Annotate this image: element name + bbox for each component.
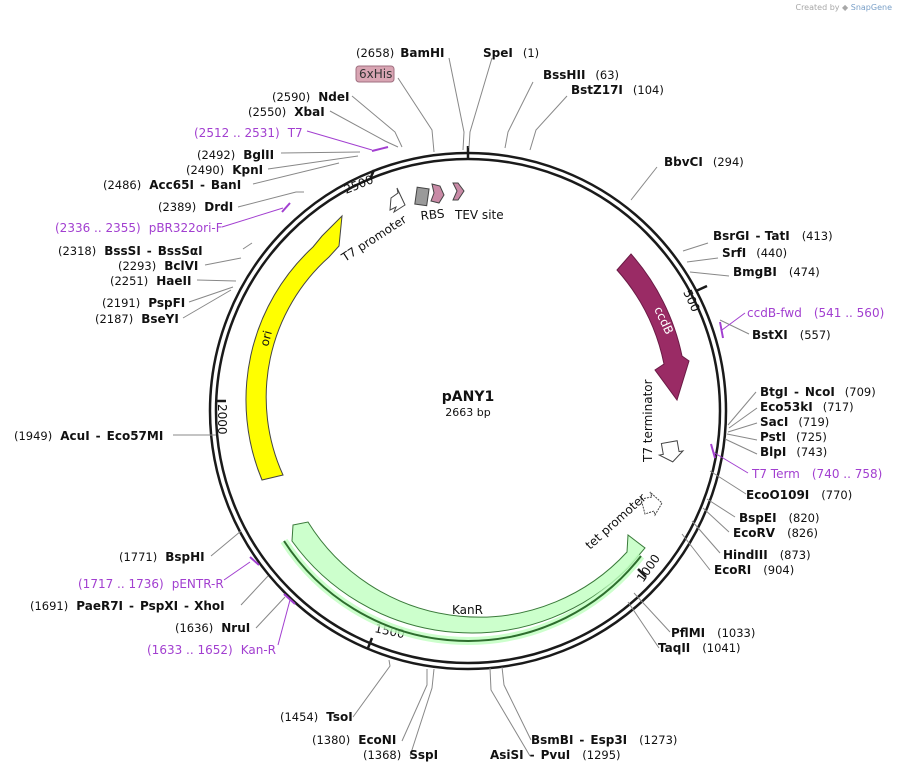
site-hindiii[interactable]: HindIII(873) bbox=[723, 548, 811, 562]
kanr-label: KanR bbox=[452, 603, 483, 617]
site-bmgbi[interactable]: BmgBI(474) bbox=[733, 265, 820, 279]
primer-marks bbox=[249, 146, 724, 605]
site-ndei[interactable]: (2590)NdeI bbox=[272, 90, 350, 104]
leader-lines bbox=[173, 57, 758, 757]
site-eco53ki[interactable]: Eco53kI(717) bbox=[760, 400, 854, 414]
site-bbvci[interactable]: BbvCI(294) bbox=[664, 155, 744, 169]
site-bamhi[interactable]: (2658)BamHI bbox=[356, 46, 445, 60]
site-psti[interactable]: PstI(725) bbox=[760, 430, 827, 444]
kanr-primer-bar bbox=[280, 538, 645, 645]
site-nrui[interactable]: (1636)NruI bbox=[175, 621, 250, 635]
ccdb-feature[interactable] bbox=[616, 253, 690, 402]
plasmid-length: 2663 bp bbox=[445, 406, 490, 419]
ruler-ticks bbox=[216, 146, 708, 649]
site-bsphi[interactable]: (1771)BspHI bbox=[119, 550, 205, 564]
site-acc65i[interactable]: (2486)Acc65I-BanI bbox=[103, 178, 241, 192]
site-srfi[interactable]: SrfI(440) bbox=[722, 246, 787, 260]
site-paer7i[interactable]: (1691)PaeR7I-PspXI-XhoI bbox=[30, 599, 225, 613]
site-bclvi[interactable]: (2293)BclVI bbox=[118, 259, 198, 273]
site-bglii[interactable]: (2492)BglII bbox=[197, 148, 274, 162]
site-pflmi[interactable]: PflMI(1033) bbox=[671, 626, 755, 640]
site-taqii[interactable]: TaqII(1041) bbox=[658, 641, 741, 655]
rbs-feature[interactable] bbox=[414, 186, 430, 207]
tev-label: TEV site bbox=[454, 208, 504, 222]
site-haeii[interactable]: (2251)HaeII bbox=[110, 274, 191, 288]
site-econi[interactable]: (1380)EcoNI bbox=[312, 733, 396, 747]
site-bstz17i[interactable]: BstZ17I(104) bbox=[571, 83, 664, 97]
site-xbai[interactable]: (2550)XbaI bbox=[248, 105, 325, 119]
rbs-label: RBS bbox=[420, 207, 445, 223]
tet-promoter-feature[interactable] bbox=[640, 491, 663, 517]
site-saci[interactable]: SacI(719) bbox=[760, 415, 829, 429]
sixhis-label: 6xHis bbox=[359, 67, 392, 81]
primer-t7-term[interactable]: T7 Term(740 .. 758) bbox=[751, 467, 882, 481]
ori-label: ori bbox=[257, 329, 275, 348]
primer-pbr322ori-f[interactable]: (2336 .. 2355)pBR322ori-F bbox=[55, 221, 223, 235]
site-bseyi[interactable]: (2187)BseYI bbox=[95, 312, 179, 326]
site-bsshii[interactable]: BssHII(63) bbox=[543, 68, 619, 82]
site-bsmbi[interactable]: BsmBI-Esp3I(1273) bbox=[531, 733, 677, 747]
snapgene-logo-icon: ◆ bbox=[842, 3, 849, 12]
ruler-label-2500: 2500 bbox=[342, 172, 376, 196]
site-ecori[interactable]: EcoRI(904) bbox=[714, 563, 794, 577]
site-pspfi[interactable]: (2191)PspFI bbox=[102, 296, 185, 310]
site-ecorv[interactable]: EcoRV(826) bbox=[733, 526, 818, 540]
site-kpni[interactable]: (2490)KpnI bbox=[186, 163, 263, 177]
t7-terminator-feature[interactable] bbox=[657, 440, 685, 464]
primer-pentr-r[interactable]: (1717 .. 1736)pENTR-R bbox=[78, 577, 224, 591]
ruler-label-2000: 2000 bbox=[215, 404, 229, 435]
tev-feature[interactable] bbox=[452, 182, 465, 201]
plasmid-name: pANY1 bbox=[442, 389, 494, 405]
primer-kan-r[interactable]: (1633 .. 1652)Kan-R bbox=[147, 643, 276, 657]
credit-prefix: Created by bbox=[795, 3, 840, 12]
his-marker bbox=[430, 183, 445, 204]
primer-leaders bbox=[221, 130, 749, 646]
site-tsoi[interactable]: (1454)TsoI bbox=[280, 710, 353, 724]
kanr-feature[interactable] bbox=[291, 521, 646, 634]
credit-brand: SnapGene bbox=[850, 3, 892, 12]
primer-t7[interactable]: (2512 .. 2531)T7 bbox=[194, 126, 303, 140]
site-bstxi[interactable]: BstXI(557) bbox=[752, 328, 831, 342]
site-acui[interactable]: (1949)AcuI-Eco57MI bbox=[14, 429, 163, 443]
site-sspi[interactable]: (1368)SspI bbox=[363, 748, 438, 762]
t7-terminator-label: T7 terminator bbox=[641, 379, 655, 463]
ori-feature[interactable] bbox=[245, 214, 343, 481]
t7-promoter-label: T7 promoter bbox=[338, 212, 409, 265]
site-eco0109i[interactable]: EcoO109I(770) bbox=[746, 488, 852, 502]
site-blpi[interactable]: BlpI(743) bbox=[760, 445, 827, 459]
t7-promoter-feature[interactable] bbox=[389, 187, 406, 214]
site-bsssi[interactable]: (2318)BssSI-BssSαI bbox=[58, 244, 203, 258]
site-spei[interactable]: SpeI(1) bbox=[483, 46, 539, 60]
site-bspei[interactable]: BspEI(820) bbox=[739, 511, 819, 525]
snapgene-credit: Created by ◆ SnapGene bbox=[795, 3, 892, 12]
primer-ccdb-fwd[interactable]: ccdB-fwd(541 .. 560) bbox=[747, 306, 884, 320]
site-btgi[interactable]: BtgI-NcoI(709) bbox=[760, 385, 876, 399]
site-drdi[interactable]: (2389)DrdI bbox=[158, 200, 233, 214]
sixhis-tag[interactable]: 6xHis bbox=[355, 65, 395, 83]
site-asisi[interactable]: AsiSI-PvuI(1295) bbox=[490, 748, 621, 762]
site-bsrgi[interactable]: BsrGI-TatI(413) bbox=[713, 229, 833, 243]
